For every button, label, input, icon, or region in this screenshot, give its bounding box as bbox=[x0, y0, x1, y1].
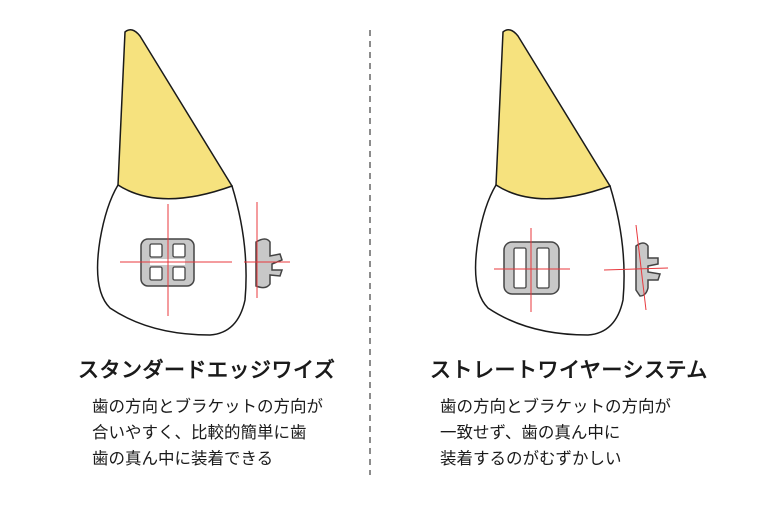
right-side-horizontal-reference bbox=[603, 267, 669, 271]
right-description-line: 歯の方向とブラケットの方向が bbox=[440, 397, 671, 416]
left-title: スタンダードエッジワイズ bbox=[78, 358, 336, 382]
left-tooth-root bbox=[117, 29, 233, 210]
right-tooth-root bbox=[495, 29, 611, 210]
left-description: 歯の方向とブラケットの方向が 合いやすく、比較的簡単に歯 歯の真ん中に装着できる bbox=[92, 394, 323, 472]
left-side-bracket bbox=[255, 238, 284, 289]
right-description: 歯の方向とブラケットの方向が 一致せず、歯の真ん中に 装着するのがむずかしい bbox=[440, 394, 671, 472]
left-reference-lines bbox=[120, 202, 290, 316]
left-description-line: 歯の方向とブラケットの方向が bbox=[92, 397, 323, 416]
right-side-bracket bbox=[635, 242, 661, 297]
left-bracket-slot bbox=[172, 266, 186, 281]
right-description-line: 装着するのがむずかしい bbox=[440, 449, 622, 468]
right-bracket-slot bbox=[536, 247, 550, 289]
left-description-line: 合いやすく、比較的簡単に歯 bbox=[92, 423, 307, 442]
left-bracket-slot bbox=[172, 243, 186, 258]
left-bracket-slot bbox=[149, 266, 163, 281]
left-bracket-slot bbox=[149, 243, 163, 258]
left-tooth bbox=[96, 29, 247, 336]
right-side-bracket-profile bbox=[635, 242, 661, 297]
right-reference-lines bbox=[494, 224, 669, 312]
right-description-line: 一致せず、歯の真ん中に bbox=[440, 423, 621, 442]
left-side-bracket-profile bbox=[255, 238, 284, 289]
left-description-line: 歯の真ん中に装着できる bbox=[92, 449, 274, 468]
right-title: ストレートワイヤーシステム bbox=[430, 358, 708, 382]
right-side-vertical-reference bbox=[635, 224, 647, 311]
right-bracket-slot bbox=[513, 247, 527, 289]
